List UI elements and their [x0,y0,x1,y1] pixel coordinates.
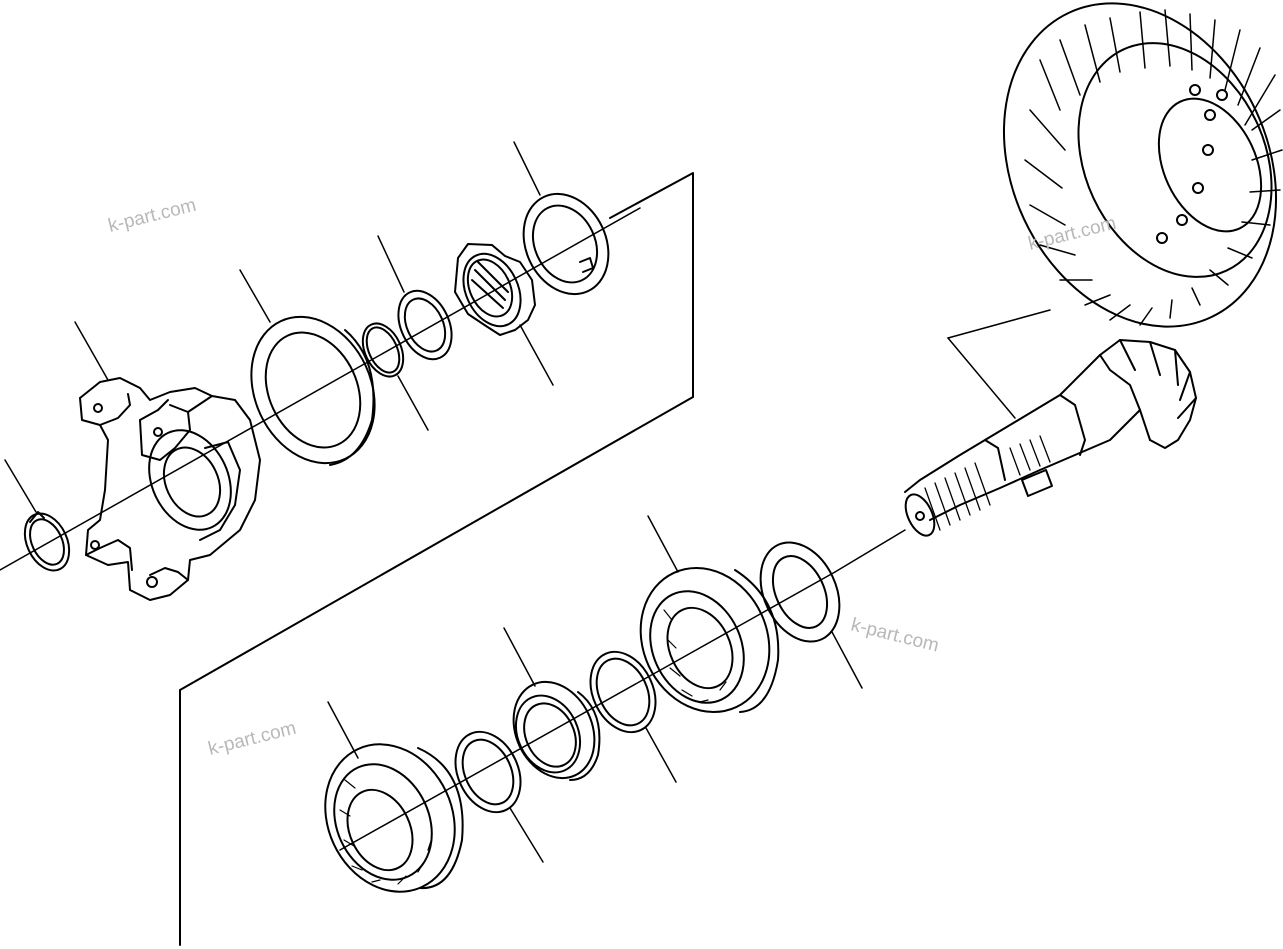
castle-nut-icon [454,243,554,386]
upper-axis-line [0,207,641,571]
yoke-flange-icon [74,321,261,601]
thrust-washer-icon [759,541,863,689]
roller-bearing-icon [324,701,464,893]
watermark-text: k-part.com [849,614,941,656]
pinion-shaft-icon [834,339,1197,573]
spacer-ring-icon [454,730,544,863]
upper-group-frame [179,172,694,946]
spacer-ring-icon [377,235,453,361]
lock-washer-icon [513,141,610,296]
snap-ring-icon [4,459,71,572]
watermark-text: k-part.com [1026,213,1118,255]
bearing-cup-icon [503,627,601,781]
watermark-text: k-part.com [106,195,198,237]
watermark-text: k-part.com [206,718,298,760]
seal-ring-icon [239,269,376,466]
roller-bearing-icon [639,515,780,714]
ring-gear-icon [947,2,1283,419]
o-ring-icon [361,322,429,431]
shim-icon [589,650,677,783]
